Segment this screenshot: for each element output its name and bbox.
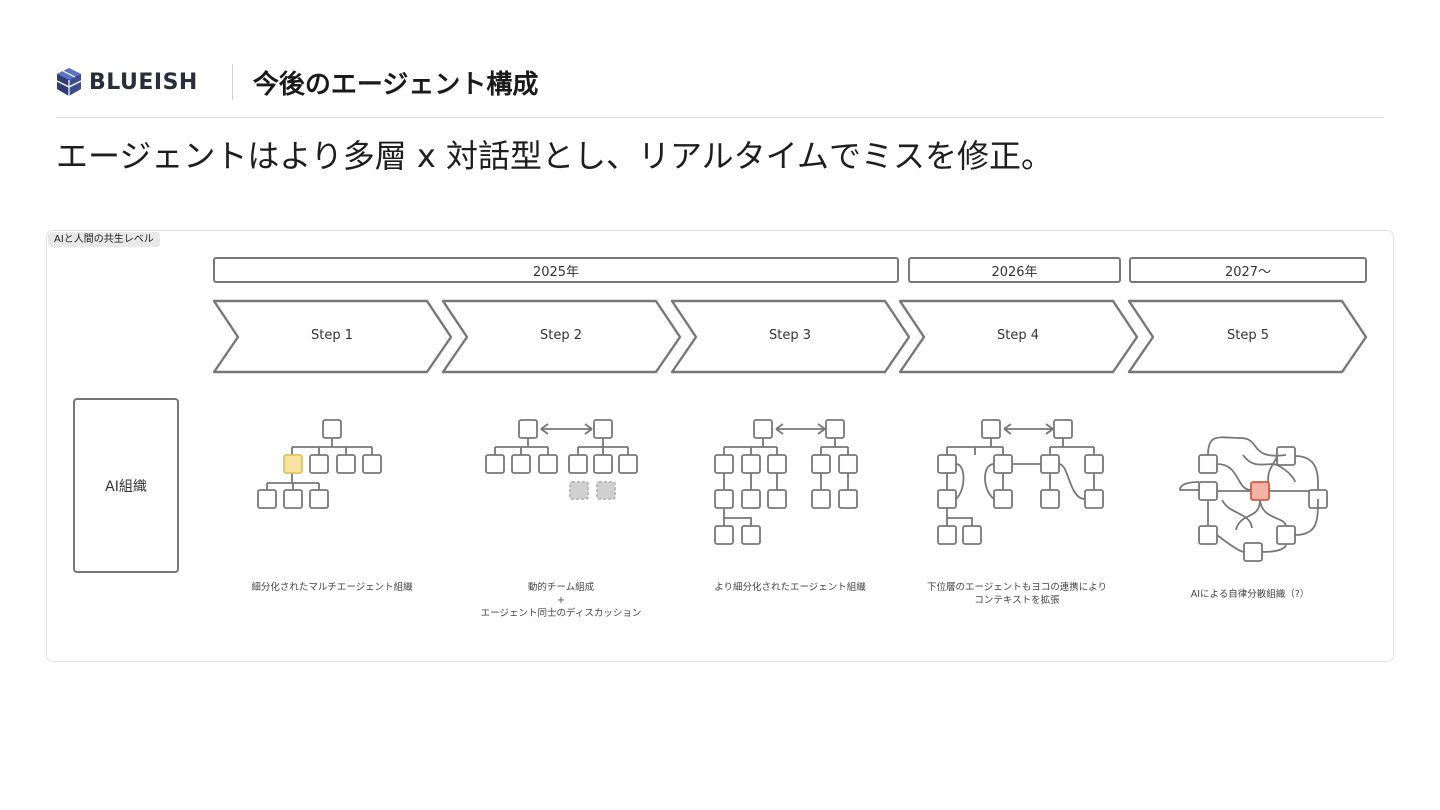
blueish-logo-icon [56, 68, 82, 96]
header-divider [231, 64, 233, 100]
page-title: 今後のエージェント構成 [252, 69, 539, 100]
step-2-label: Step 2 [539, 328, 582, 343]
step-5-network-diagram [1179, 436, 1328, 562]
step-5-label: Step 5 [1226, 328, 1269, 343]
caption-line: 細分化されたマルチエージェント組織 [251, 582, 413, 593]
step-4-label: Step 4 [996, 328, 1039, 343]
step-2-chevron [441, 299, 682, 374]
year-2027: 2027〜 [1129, 257, 1367, 283]
header-rule [56, 117, 1384, 118]
brand-name: BLUEISH [89, 69, 198, 95]
step-4-caption: 下位層のエージェントもヨコの連携により コンテキストを拡張 [907, 581, 1127, 607]
step-1-label: Step 1 [310, 328, 353, 343]
panel-tag: AIと人間の共生レベル [48, 232, 160, 247]
header: BLUEISH 今後のエージェント構成 [55, 62, 538, 102]
brand-logo[interactable]: BLUEISH [55, 67, 198, 97]
year-2025: 2025年 [213, 257, 899, 283]
step-3-chevron [670, 299, 911, 374]
step-1-caption: 細分化されたマルチエージェント組織 [222, 581, 442, 594]
step-5-chevron [1127, 299, 1368, 374]
step-1-org-diagram [257, 419, 382, 509]
step-3-caption: より細分化されたエージェント組織 [680, 581, 900, 594]
step-2-org-diagram [485, 419, 638, 500]
caption-line: コンテキストを拡張 [974, 595, 1060, 606]
year-2026: 2026年 [908, 257, 1121, 283]
step-1-chevron [212, 299, 453, 374]
slide-subtitle: エージェントはより多層 x 対話型とし、リアルタイムでミスを修正。 [56, 137, 1054, 175]
caption-line: 下位層のエージェントもヨコの連携により [926, 582, 1108, 593]
step-chevrons [212, 299, 1368, 374]
caption-line: より細分化されたエージェント組織 [714, 582, 866, 593]
step-3-org-diagram [714, 419, 858, 545]
step-3-label: Step 3 [768, 328, 811, 343]
caption-line: 動的チーム組成 [527, 582, 595, 593]
step-4-org-diagram [937, 419, 1104, 545]
caption-line: AIによる自律分散組織（?） [1190, 589, 1310, 600]
ai-organization-label: AI組織 [73, 398, 179, 573]
step-2-caption: 動的チーム組成 + エージェント同士のディスカッション [451, 581, 671, 620]
caption-line: エージェント同士のディスカッション [480, 608, 642, 619]
step-5-caption: AIによる自律分散組織（?） [1140, 588, 1360, 601]
caption-line: + [557, 595, 565, 606]
step-4-chevron [898, 299, 1139, 374]
